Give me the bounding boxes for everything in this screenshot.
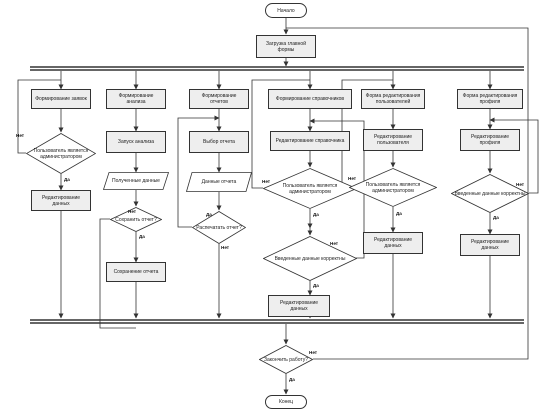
end-terminal: Конец [265, 395, 307, 409]
no-label: Нет [516, 182, 525, 187]
yes-label: Да [206, 212, 212, 217]
form-profile-editor-step: Форма редактирования профиля [457, 89, 523, 109]
no-label: Нет [309, 350, 318, 355]
no-label: Нет [348, 176, 357, 181]
run-analysis-step: Запуск анализа [106, 131, 166, 153]
edit-data-step-4: Редактирование данных [460, 234, 520, 256]
print-report-decision: Распечатать отчет? [192, 211, 246, 244]
yes-label: Да [313, 283, 319, 288]
received-data-io: Полученные данные [103, 172, 169, 190]
data-correct-decision-1: Введенные данные корректны [263, 236, 357, 281]
edit-users-step: Редактирование пользователя [363, 129, 423, 151]
edit-profile-step: Редактирование профиля [460, 129, 520, 151]
yes-label: Да [139, 234, 145, 239]
data-correct-decision-2: Введенные данные корректны [451, 174, 529, 213]
yes-label: Да [493, 215, 499, 220]
no-label: Нет [262, 179, 271, 184]
form-trip-orders-step: Формирование заявок [31, 89, 91, 109]
yes-label: Да [313, 212, 319, 217]
no-label: Нет [221, 245, 230, 250]
edit-data-step-2: Редактирование данных [268, 295, 330, 317]
finish-decision: Закончить работу? [259, 345, 313, 374]
yes-label: Да [396, 211, 402, 216]
admin-check-decision-3: Пользователь является администратором [349, 168, 437, 207]
no-label: Нет [330, 241, 339, 246]
choose-report-step: Выбор отчета [189, 131, 249, 153]
form-analysis-step: Формирование анализа [106, 89, 166, 109]
no-label: Нет [128, 209, 137, 214]
form-directories-step: Формирование справочников [268, 89, 352, 109]
no-label: Нет [16, 133, 25, 138]
edit-data-step-3: Редактирование данных [363, 232, 423, 254]
yes-label: Да [64, 177, 70, 182]
edit-directory-step: Редактирование справочника [270, 131, 350, 151]
report-data-io: Данные отчета [186, 172, 252, 192]
form-reports-step: Формирование отчетов [189, 89, 249, 109]
start-terminal: Начало [265, 3, 307, 18]
yes-label: Да [289, 377, 295, 382]
admin-check-decision-1: Пользователь является администратором [26, 133, 96, 174]
admin-check-decision-2: Пользователь является администратором [263, 168, 357, 209]
form-users-editor-step: Форма редактирования пользователей [361, 89, 425, 109]
save-report-step: Сохранение отчета [106, 262, 166, 282]
load-main-form-step: Загрузка главной формы [256, 35, 316, 58]
edit-data-step-1: Редактирование данных [31, 190, 91, 211]
save-report-decision: Сохранить отчет? [110, 207, 162, 232]
